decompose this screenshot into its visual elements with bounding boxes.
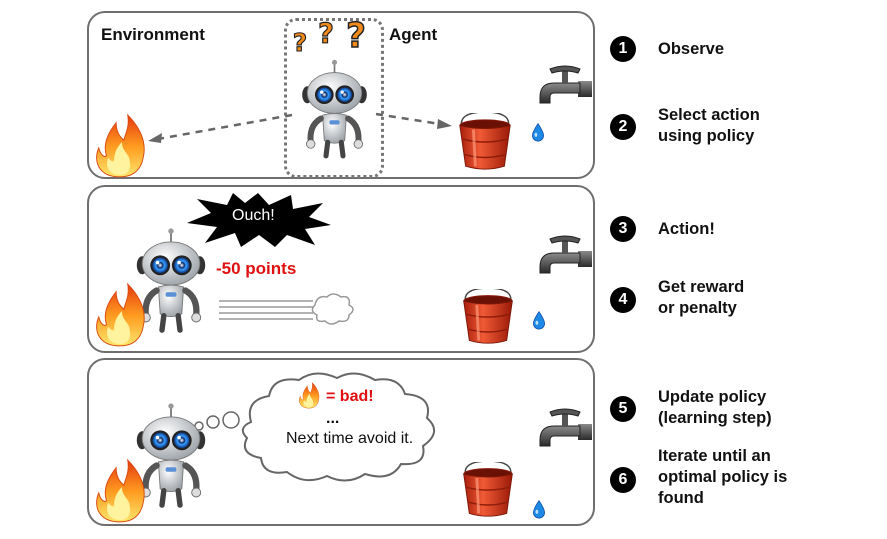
bucket-icon xyxy=(458,113,512,171)
fire-icon xyxy=(96,283,145,347)
arrow-to-bucket xyxy=(375,112,452,129)
penalty-points: -50 points xyxy=(216,259,297,278)
dust-cloud-icon xyxy=(219,293,354,325)
step-number: 6 xyxy=(610,467,636,493)
environment-label: Environment xyxy=(101,25,205,44)
step-text-line2: or penalty xyxy=(658,299,737,317)
ouch-text: Ouch! xyxy=(232,207,275,224)
step-number: 2 xyxy=(610,114,636,140)
arrow-to-fire xyxy=(148,113,293,143)
bucket-icon xyxy=(462,462,514,518)
robot-icon xyxy=(292,51,377,169)
panel-learning: = bad! ... Next time avoid it. xyxy=(87,358,595,526)
thought-ellipsis: ... xyxy=(326,410,340,427)
step-text: Action! xyxy=(658,220,715,238)
thought-next-time: Next time avoid it. xyxy=(286,430,414,447)
step-number: 4 xyxy=(610,287,636,313)
bucket-icon xyxy=(462,289,514,345)
agent-boundary xyxy=(284,18,384,178)
step-number: 1 xyxy=(610,36,636,62)
faucet-icon xyxy=(539,408,593,447)
panel-action: Ouch! -50 points xyxy=(87,185,595,353)
water-drop-icon xyxy=(533,500,545,519)
step-number: 5 xyxy=(610,396,636,422)
agent-label: Agent xyxy=(389,25,438,44)
step-text-line3: found xyxy=(658,489,704,507)
step-text-line1: Iterate until an xyxy=(658,447,771,465)
water-drop-icon xyxy=(533,311,545,330)
faucet-icon xyxy=(539,235,593,274)
explosion-icon xyxy=(187,193,331,247)
panel-observe: Environment Agent xyxy=(87,11,595,179)
fire-icon xyxy=(299,382,320,409)
step-text-line1: Update policy xyxy=(658,388,767,406)
faucet-icon xyxy=(539,65,593,104)
step-text-line2: optimal policy is xyxy=(658,468,788,486)
step-text: Observe xyxy=(658,40,725,58)
question-mark-icon xyxy=(317,18,335,49)
fire-icon xyxy=(96,114,145,178)
step-text-line2: (learning step) xyxy=(658,409,772,427)
step-text-line1: Get reward xyxy=(658,278,745,296)
question-mark-icon xyxy=(345,15,367,55)
fire-icon xyxy=(96,459,145,523)
water-drop-icon xyxy=(532,123,544,142)
thought-cloud-icon xyxy=(194,372,435,482)
step-text-line1: Select action xyxy=(658,106,760,124)
thought-bad: = bad! xyxy=(326,388,374,405)
step-text-line2: using policy xyxy=(658,127,755,145)
step-number: 3 xyxy=(610,216,636,242)
